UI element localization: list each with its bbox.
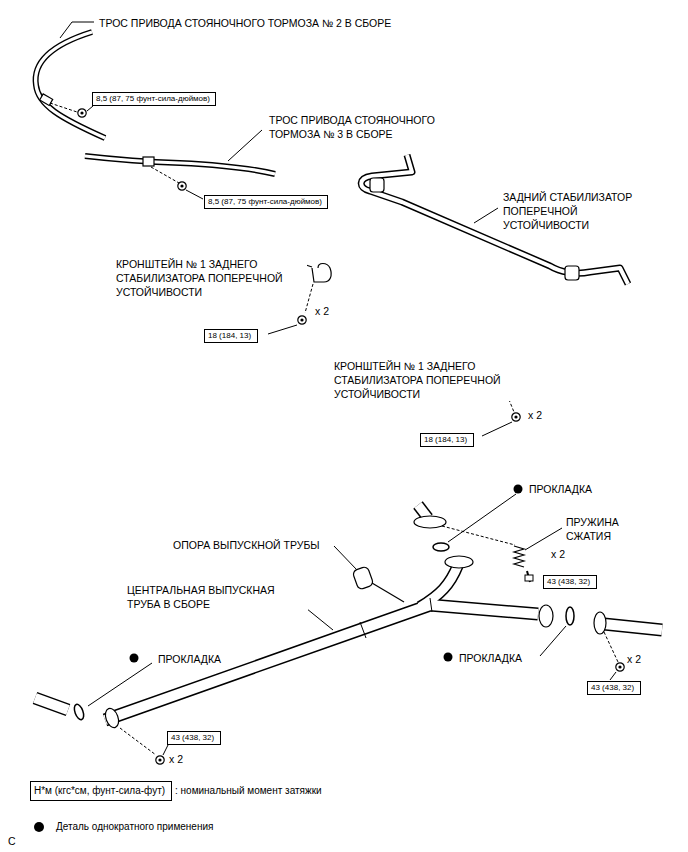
torque-box: 8,5 (87, 75 фунт-сила-дюймов) <box>204 195 328 209</box>
torque-box: 43 (438, 32) <box>587 681 641 695</box>
torque-value: Н*м (кгс*см, фунт-сила-фут) <box>34 785 165 797</box>
part-name: ПРОКЛАДКА <box>157 652 222 666</box>
part-name: ТРОС ПРИВОДА СТОЯНОЧНОГО ТОРМОЗА № 2 В С… <box>98 16 392 30</box>
part-name: C <box>7 834 17 848</box>
torque-value: 43 (438, 32) <box>171 733 214 743</box>
torque-box: 18 (184, 13) <box>204 329 258 343</box>
legend-dot <box>34 822 44 832</box>
brake-cable <box>85 130 275 199</box>
part-name: КРОНШТЕЙН № 1 ЗАДНЕГО СТАБИЛИЗАТОРА ПОПЕ… <box>333 359 525 401</box>
torque-box: 8,5 (87, 75 фунт-сила-дюймов) <box>92 92 216 106</box>
brake-cable <box>36 22 105 138</box>
torque-value: 8,5 (87, 75 фунт-сила-дюймов) <box>208 197 322 207</box>
part-name: ПРОКЛАДКА <box>528 482 593 496</box>
torque-box: 43 (438, 32) <box>167 731 221 745</box>
quantity: x 2 <box>314 304 330 318</box>
part-name: ТРОС ПРИВОДА СТОЯНОЧНОГО ТОРМОЗА № 3 В С… <box>268 113 470 141</box>
torque-box: 43 (438, 32) <box>543 575 597 589</box>
torque-box: 18 (184, 13) <box>420 433 474 447</box>
torque-value: 18 (184, 13) <box>208 331 251 341</box>
exhaust-pipe <box>35 485 662 756</box>
quantity: x 2 <box>626 652 642 666</box>
legend-text: : номинальный момент затяжки <box>175 785 322 797</box>
torque-value: 43 (438, 32) <box>591 683 634 693</box>
torque-value: 18 (184, 13) <box>424 435 467 445</box>
part-name: ЗАДНИЙ СТАБИЛИЗАТОР ПОПЕРЕЧНОЙ УСТОЙЧИВО… <box>502 190 654 232</box>
part-name: ПРУЖИНА СЖАТИЯ <box>565 515 637 543</box>
part-name: ОПОРА ВЫПУСКНОЙ ТРУБЫ <box>172 538 321 552</box>
part-name: ПРОКЛАДКА <box>458 651 523 665</box>
quantity: x 2 <box>527 408 543 422</box>
quantity: x 2 <box>168 752 184 766</box>
part-name: КРОНШТЕЙН № 1 ЗАДНЕГО СТАБИЛИЗАТОРА ПОПЕ… <box>115 257 307 299</box>
torque-value: 8,5 (87, 75 фунт-сила-дюймов) <box>96 94 210 104</box>
quantity: x 2 <box>550 547 566 561</box>
torque-value: 43 (438, 32) <box>547 577 590 587</box>
part-name: ЦЕНТРАЛЬНАЯ ВЫПУСКНАЯ ТРУБА В СБОРЕ <box>126 583 308 611</box>
legend-box: Н*м (кгс*см, фунт-сила-фут) <box>30 781 172 801</box>
legend-text: Деталь однократного применения <box>56 821 213 833</box>
